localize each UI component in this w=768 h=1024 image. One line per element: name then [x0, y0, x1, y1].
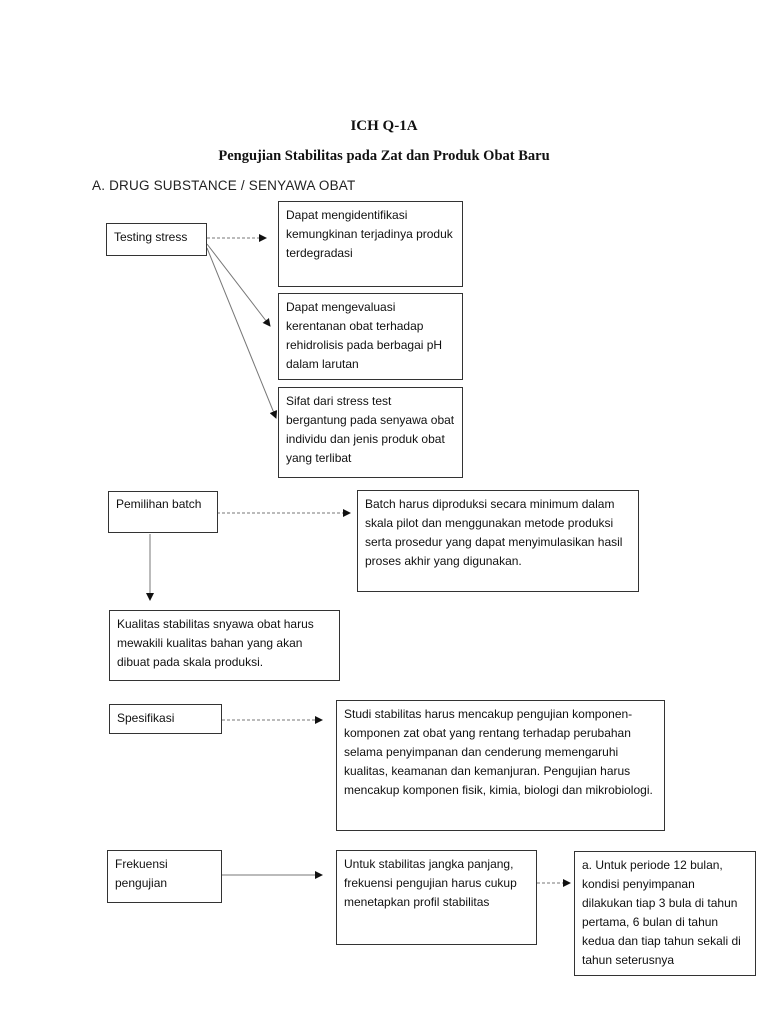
batch-detail-text: Batch harus diproduksi secara minimum da…: [365, 497, 623, 568]
kualitas-stabilitas-box: Kualitas stabilitas snyawa obat harus me…: [109, 610, 340, 681]
spesifikasi-detail-box: Studi stabilitas harus mencakup pengujia…: [336, 700, 665, 831]
pemilihan-batch-label: Pemilihan batch: [116, 497, 202, 511]
stress-result-1-text: Dapat mengidentifikasi kemungkinan terja…: [286, 208, 453, 260]
batch-detail-box: Batch harus diproduksi secara minimum da…: [357, 490, 639, 592]
section-heading: A. DRUG SUBSTANCE / SENYAWA OBAT: [92, 178, 356, 193]
stress-result-3-box: Sifat dari stress test bergantung pada s…: [278, 387, 463, 478]
frekuensi-periode-text: a. Untuk periode 12 bulan, kondisi penyi…: [582, 858, 741, 967]
stress-result-3-text: Sifat dari stress test bergantung pada s…: [286, 394, 455, 465]
frekuensi-periode-box: a. Untuk periode 12 bulan, kondisi penyi…: [574, 851, 756, 976]
stress-result-1-box: Dapat mengidentifikasi kemungkinan terja…: [278, 201, 463, 287]
testing-stress-box: Testing stress: [106, 223, 207, 256]
arrow-stress-to-result-3: [206, 247, 278, 419]
frekuensi-detail-text: Untuk stabilitas jangka panjang, frekuen…: [344, 857, 517, 909]
spesifikasi-label: Spesifikasi: [117, 711, 175, 725]
stress-result-2-text: Dapat mengevaluasi kerentanan obat terha…: [286, 300, 443, 371]
stress-result-2-box: Dapat mengevaluasi kerentanan obat terha…: [278, 293, 463, 380]
spesifikasi-detail-text: Studi stabilitas harus mencakup pengujia…: [344, 707, 653, 797]
pemilihan-batch-box: Pemilihan batch: [108, 491, 218, 533]
frekuensi-box: Frekuensi pengujian: [107, 850, 222, 903]
testing-stress-label: Testing stress: [114, 230, 188, 244]
frekuensi-label: Frekuensi pengujian: [115, 857, 168, 890]
document-subtitle: Pengujian Stabilitas pada Zat dan Produk…: [218, 148, 550, 164]
spesifikasi-box: Spesifikasi: [109, 704, 222, 734]
frekuensi-detail-box: Untuk stabilitas jangka panjang, frekuen…: [336, 850, 537, 945]
kualitas-stabilitas-text: Kualitas stabilitas snyawa obat harus me…: [117, 617, 314, 669]
arrow-stress-to-result-2: [206, 243, 271, 327]
document-title: ICH Q-1A: [350, 118, 418, 134]
